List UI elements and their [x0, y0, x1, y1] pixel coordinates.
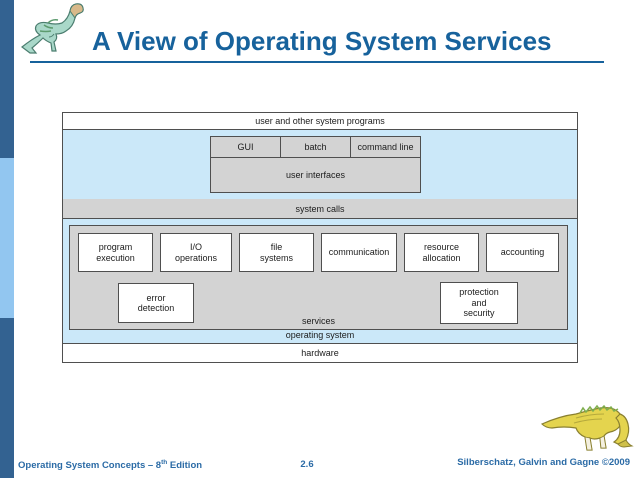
services-box: program execution I/O operations file sy… [69, 225, 568, 330]
user-programs-row: user and other system programs [63, 113, 577, 130]
edge-bar-top-segment [0, 0, 14, 158]
service-resource-allocation: resource allocation [404, 233, 479, 272]
dinosaur-footer-image [540, 404, 634, 451]
gui-cell: GUI [211, 137, 280, 157]
command-line-cell: command line [350, 137, 420, 157]
service-protection-security: protection and security [440, 282, 518, 324]
service-file-systems: file systems [239, 233, 314, 272]
user-interfaces-table: GUI batch command line user interfaces [210, 136, 421, 193]
hardware-row: hardware [63, 343, 577, 362]
footer-book-title: Operating System Concepts – 8th Edition [18, 459, 203, 472]
page-title: A View of Operating System Services [92, 26, 552, 56]
service-communication: communication [321, 233, 397, 272]
slide-edge-bar [0, 0, 14, 478]
slide-number: 2.6 [300, 459, 314, 470]
operating-system-label: operating system [285, 329, 355, 340]
user-interfaces-cell: user interfaces [211, 158, 420, 192]
user-interface-band: GUI batch command line user interfaces [63, 130, 577, 199]
services-row-1: program execution I/O operations file sy… [70, 226, 567, 272]
system-calls-label: system calls [295, 203, 345, 214]
edge-bar-bottom-segment [0, 318, 14, 478]
user-programs-label: user and other system programs [255, 116, 385, 126]
title-underline [30, 61, 604, 63]
footer-authors: Silberschatz, Galvin and Gagne ©2009 [457, 457, 630, 468]
hardware-label: hardware [301, 348, 339, 358]
edition-superscript: th [161, 459, 168, 466]
system-calls-row: system calls [63, 199, 577, 219]
dinosaur-logo-icon [21, 3, 84, 54]
ui-table-top-row: GUI batch command line [211, 137, 420, 158]
batch-cell: batch [280, 137, 350, 157]
os-services-diagram: user and other system programs GUI batch… [62, 112, 578, 363]
services-label: services [301, 316, 335, 326]
services-band: program execution I/O operations file sy… [63, 219, 577, 343]
service-accounting: accounting [486, 233, 559, 272]
service-program-execution: program execution [78, 233, 153, 272]
service-error-detection: error detection [118, 283, 194, 323]
edge-bar-middle-segment [0, 158, 14, 318]
service-io-operations: I/O operations [160, 233, 232, 272]
